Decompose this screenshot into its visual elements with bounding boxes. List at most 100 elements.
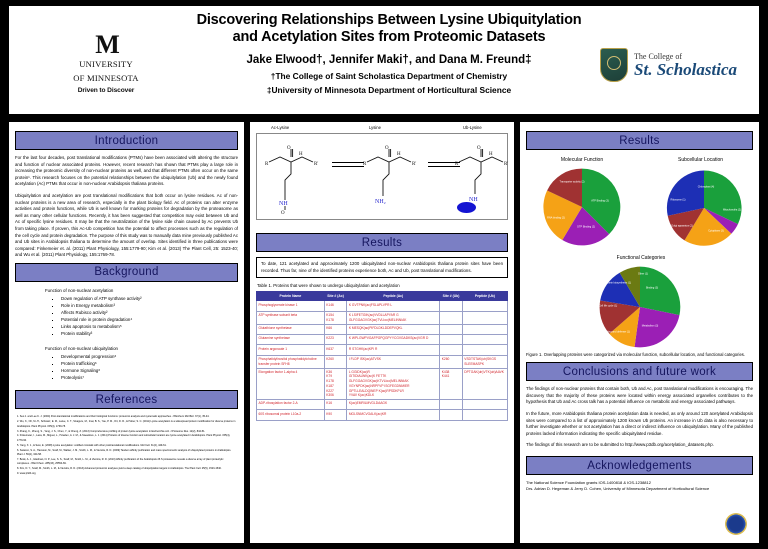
scheme-label-ac-lysine: Ac-Lysine <box>271 125 290 130</box>
umn-m-mark-icon: M <box>95 30 120 59</box>
cell-peptide-ub <box>461 310 509 325</box>
slice-label-golgi-apparatus: Golgi apparatus (2) <box>671 224 693 228</box>
cell-site-ub <box>439 399 463 411</box>
equilibrium-arrows-right-icon <box>425 160 463 170</box>
cell-peptide-ac: K LSIFETGIK(ac)VVDLLAPYAR G GLFGGAGVGK(a… <box>346 310 441 325</box>
results-summary-text: To date, 121 acetylated and approximatel… <box>261 261 503 273</box>
list-item: Developmental progression⁶ <box>61 353 238 360</box>
section-header-results-right: Results <box>526 131 753 150</box>
proteins-table: Protein Name Site # (Ac) Peptide (Ac) Si… <box>256 291 509 421</box>
cell-protein-name: Glutathione synthetase <box>256 323 325 335</box>
list-item: Potential role in protein degradation⁴ <box>61 316 238 323</box>
table-row: ATP synthase subunit beta K154 K178 K LS… <box>256 310 509 325</box>
table-row: ADP-ribosylation factor 2-A K16 K(ac)EMR… <box>256 399 509 411</box>
section-header-results-middle: Results <box>256 233 508 252</box>
background-group1-list: Down regulation of ATP synthase activity… <box>53 295 238 337</box>
slice-label-rna-binding: RNA binding (2) <box>547 216 565 220</box>
scholastica-logo-line2: St. Scholastica <box>634 60 737 79</box>
cell-protein-name: Protein argonaute 1 <box>256 344 325 356</box>
cell-protein-name: Elongation factor 1-alpha 4 <box>256 367 325 401</box>
slice-label-trafficking-defense: Trafficking and defense (1) <box>600 330 630 334</box>
column-header-site-ub: Site # (Ub) <box>439 291 463 302</box>
list-item: Role in Energy metabolism³ <box>61 302 238 309</box>
equilibrium-arrows-left-icon <box>329 160 367 170</box>
cell-peptide-ub: VSDTSTAK(ub)SKGS SLEEMASPK <box>461 354 509 369</box>
cell-peptide-ac: R STGHK(ac)KPI R <box>346 344 441 356</box>
reference-entry: 2. Wu, X., Oh, M.-H., Schwarz, E. M., La… <box>17 420 236 428</box>
reference-entry: 5. Yang, X. J., & Seto, E. (2008) Lysine… <box>17 443 167 447</box>
table-row: 60S ribosomal protein L10a-2 K90 MGLSNMC… <box>256 409 509 421</box>
cell-site-ac: K223 <box>323 333 348 346</box>
slice-label-other: Other (1) <box>637 272 648 276</box>
svg-text:NH: NH <box>279 201 288 207</box>
cell-peptide-ub: DPTGAK(ub)VTK(ub)AAVK <box>461 367 509 401</box>
list-item: Proteolysis⁷ <box>61 374 238 381</box>
reference-entry: 3. Zhang, K., Zheng, S., Yang, J. S., Ch… <box>17 429 206 433</box>
ac-lysine-structure-icon: O R H R' NH O <box>263 144 325 216</box>
section-header-conclusions: Conclusions and future work <box>526 362 753 382</box>
chart-title-functional-categories: Functional Categories <box>616 255 666 261</box>
scholastica-logo-line1: The College of <box>634 52 683 61</box>
cell-peptide-ub <box>461 300 509 312</box>
right-column: Results Molecular Function ATP Binding (… <box>519 121 760 544</box>
list-item: Links apoptosis to metabolism⁵ <box>61 323 238 330</box>
reference-entry: 7. Book, A. J., Gladman, N. P., Lee, S. … <box>17 457 224 466</box>
middle-column: Ac-Lysine Lysine Ub-Lysine O <box>249 121 515 544</box>
university-of-minnesota-logo: M UNIVERSITY OF MINNESOTA Driven to Disc… <box>64 30 148 94</box>
background-content: Function of non-nuclear acetylation Down… <box>15 287 238 382</box>
reference-entry: 9. www.p3db.org <box>17 471 36 475</box>
st-scholastica-logo: The College of St. Scholastica <box>600 48 737 82</box>
poster-title-line1: Discovering Relationships Between Lysine… <box>196 12 582 28</box>
slice-label-protein-biosynthesis: Protein biosynthesis (1) <box>604 281 632 285</box>
slice-label-binding: Binding (3) <box>645 286 659 290</box>
list-item: Hormone Signaling⁶ <box>61 367 238 374</box>
svg-text:H: H <box>299 152 303 157</box>
column-header-protein-name: Protein Name <box>256 291 325 302</box>
scheme-label-lysine: Lysine <box>369 125 381 130</box>
conclusions-paragraph-2: In the future, more Arabidopsis thaliana… <box>526 411 753 436</box>
svg-text:O: O <box>281 211 285 214</box>
introduction-paragraph-2: Ubiquitylation and acetylation are post … <box>15 192 238 258</box>
cell-protein-name: ATP synthase subunit beta <box>256 310 325 325</box>
poster-title-line2: and Acetylation Sites from Proteomic Dat… <box>232 29 546 46</box>
svg-text:O: O <box>385 146 389 151</box>
table-row: Glutathione synthetase K66 K MESQK(ac)PI… <box>256 323 509 335</box>
cell-site-ub <box>439 300 463 312</box>
slice-label-cytoplasm: Cytoplasm (3) <box>708 229 724 233</box>
section-header-background: Background <box>15 262 238 282</box>
umn-logo-line2: OF MINNESOTA <box>73 73 139 84</box>
table-caption: Table 1. Proteins that were shown to und… <box>257 283 400 289</box>
cell-site-ac: K637 <box>323 344 348 356</box>
reference-entry: 4. Finkemeier, I., Laxa, M., Miguet, L.,… <box>17 434 231 442</box>
cell-peptide-ac: K WPLGWPVGAFPGPQGPYYCGVGADKS(ac)VGR D <box>346 333 441 346</box>
cell-peptide-ub <box>461 344 509 356</box>
introduction-paragraph-1: For the last four decades, post translat… <box>15 155 238 187</box>
cell-peptide-ub <box>461 409 509 421</box>
table-row: Elongation factor 1-alpha 4 K36 K79 K178… <box>256 367 509 401</box>
slice-label-cell-life-cycle: Cell life cycle (1) <box>598 304 618 308</box>
table-row: Phosphatidylinositol phosphatidylcholine… <box>256 354 509 369</box>
cell-site-ac: K260 <box>323 354 348 369</box>
cell-site-ub: K438 K441 <box>439 367 463 401</box>
svg-text:R: R <box>363 162 367 167</box>
pie-chart-molecular-function <box>543 168 621 246</box>
cell-peptide-ac: L GGIDK(ac)R GITIDIALWK(ac)K FETTK GLFGG… <box>346 367 441 401</box>
slice-label-metabolism: Metabolism (3) <box>641 324 659 328</box>
svg-text:H: H <box>397 152 401 157</box>
slice-label-gtp-binding: GTP Binding (2) <box>577 225 595 229</box>
table-row: Phosphoglycerate kinase 1 K146 K GVTPNK(… <box>256 300 509 312</box>
svg-text:NH: NH <box>469 197 478 203</box>
list-item: Down regulation of ATP synthase activity… <box>61 295 238 302</box>
list-item: Protein trafficking⁶ <box>61 360 238 367</box>
shield-crest-icon <box>600 48 629 82</box>
lysine-modification-scheme: Ac-Lysine Lysine Ub-Lysine O <box>256 125 508 220</box>
cell-site-ub: K260 <box>439 354 463 369</box>
cell-site-ac: K36 K79 K178 K187 K227 K306 <box>323 367 348 401</box>
ub-lysine-structure-icon: O R H R' NH <box>453 144 515 214</box>
cell-site-ac: K90 <box>323 409 348 421</box>
section-header-introduction: Introduction <box>15 131 238 150</box>
cell-peptide-ac: K GVTPNK(ac)FSLAPLVPR L <box>346 300 441 312</box>
acknowledgements-line-2: Drs. Adrian D. Hegeman & Jerry D. Cohen,… <box>526 486 710 492</box>
lysine-structure-icon: O R H R' NH₂ <box>361 144 423 214</box>
